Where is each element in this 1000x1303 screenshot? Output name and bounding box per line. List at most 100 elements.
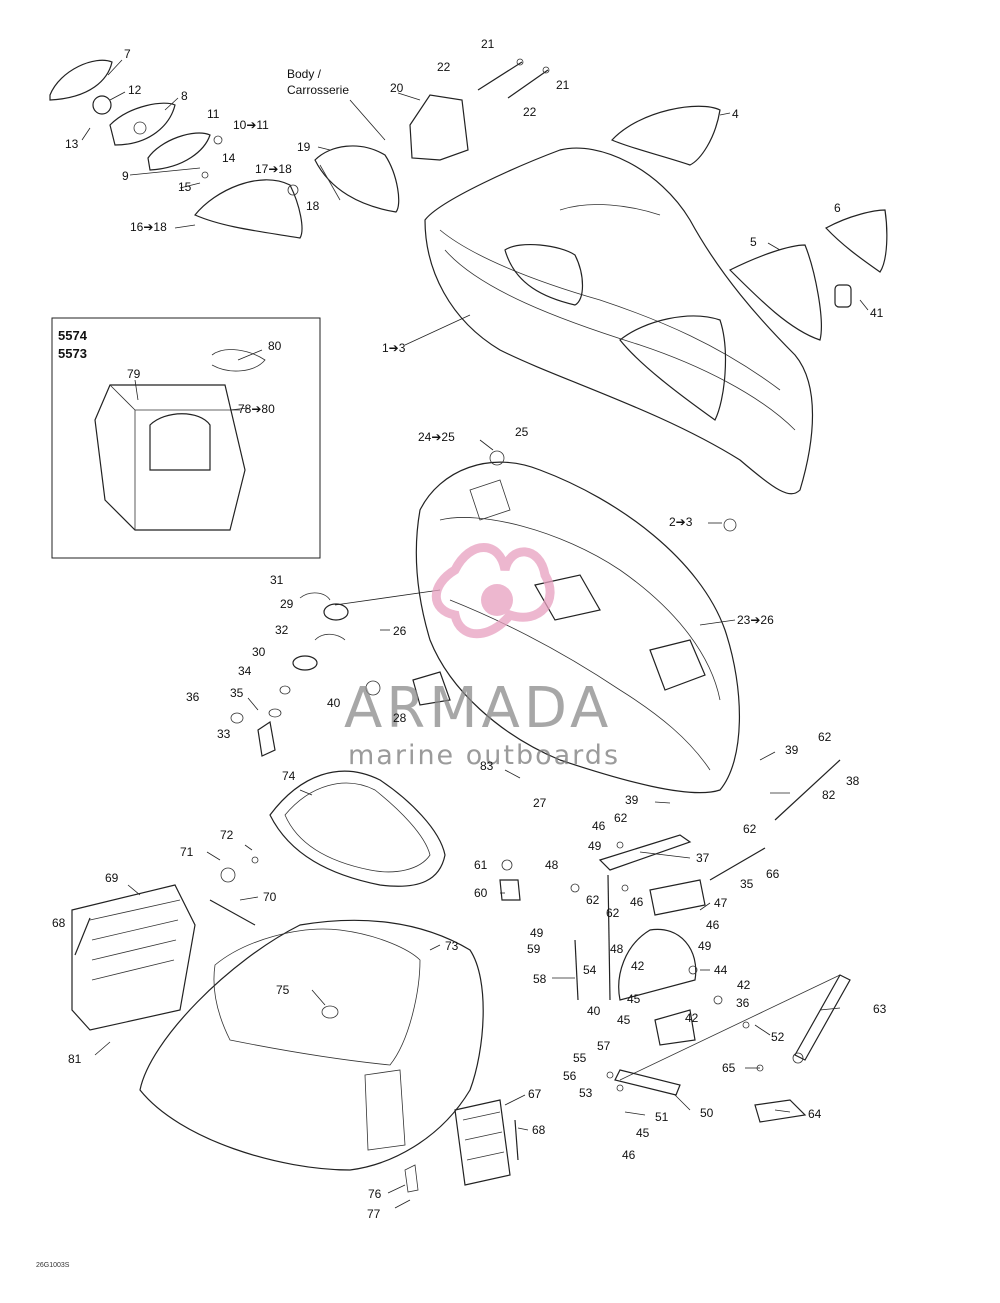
callout-label: 21 bbox=[481, 37, 495, 51]
callout-label: 73 bbox=[445, 939, 459, 953]
callout-label: 75 bbox=[276, 983, 290, 997]
callout-label: 54 bbox=[583, 963, 597, 977]
callout-label: 77 bbox=[367, 1207, 381, 1221]
callout-label: 19 bbox=[297, 140, 311, 154]
callout-label: 62 bbox=[606, 906, 620, 920]
callout-label: 29 bbox=[280, 597, 294, 611]
callout-label: 66 bbox=[766, 867, 780, 881]
callout-label: 68 bbox=[52, 916, 66, 930]
callout-label: 62 bbox=[743, 822, 757, 836]
callout-label: 6 bbox=[834, 201, 841, 215]
callout-label: 34 bbox=[238, 664, 252, 678]
callout-label: 18 bbox=[306, 199, 320, 213]
callout-label: 13 bbox=[65, 137, 79, 151]
callout-label: 15 bbox=[178, 180, 192, 194]
callout-label: 71 bbox=[180, 845, 194, 859]
callout-label: 48 bbox=[545, 858, 559, 872]
callout-label: 46 bbox=[622, 1148, 636, 1162]
callout-label: 45 bbox=[636, 1126, 650, 1140]
callout-label: 42 bbox=[631, 959, 645, 973]
callout-label: 1➔3 bbox=[382, 341, 406, 355]
callout-label: 16➔18 bbox=[130, 220, 167, 234]
callout-label: 83 bbox=[480, 759, 494, 773]
callout-label: 49 bbox=[698, 939, 712, 953]
callout-label: 31 bbox=[270, 573, 284, 587]
callout-label: 61 bbox=[474, 858, 488, 872]
callout-label: 80 bbox=[268, 339, 282, 353]
callout-label: 35 bbox=[230, 686, 244, 700]
callout-label: 67 bbox=[528, 1087, 542, 1101]
body-label-line2: Carrosserie bbox=[287, 83, 349, 97]
callout-label: 45 bbox=[617, 1013, 631, 1027]
inset-model-2: 5573 bbox=[58, 346, 87, 361]
callout-label: 28 bbox=[393, 711, 407, 725]
callout-label: 45 bbox=[627, 992, 641, 1006]
callout-label: 36 bbox=[736, 996, 750, 1010]
callout-label: 22 bbox=[523, 105, 537, 119]
callout-label: 39 bbox=[785, 743, 799, 757]
storage-parts bbox=[71, 770, 519, 1193]
callout-label: 22 bbox=[437, 60, 451, 74]
callout-label: 46 bbox=[630, 895, 644, 909]
callout-label: 46 bbox=[706, 918, 720, 932]
callout-label: 60 bbox=[474, 886, 488, 900]
callout-label: 44 bbox=[714, 963, 728, 977]
callout-label: 47 bbox=[714, 896, 728, 910]
callout-label: 48 bbox=[610, 942, 624, 956]
body-label-line1: Body / bbox=[287, 67, 322, 81]
callout-label: 68 bbox=[532, 1123, 546, 1137]
callout-label: 37 bbox=[696, 851, 710, 865]
callout-label: 35 bbox=[740, 877, 754, 891]
callout-label: 30 bbox=[252, 645, 266, 659]
callout-label: 7 bbox=[124, 47, 131, 61]
top-bracket-parts bbox=[314, 58, 550, 213]
callout-label: 62 bbox=[586, 893, 600, 907]
callout-label: 62 bbox=[818, 730, 832, 744]
inset-box bbox=[51, 317, 321, 559]
callout-label: 57 bbox=[597, 1039, 611, 1053]
callout-label: 55 bbox=[573, 1051, 587, 1065]
leader-lines bbox=[81, 59, 869, 1209]
callout-label: 64 bbox=[808, 1107, 822, 1121]
callout-label: 26 bbox=[393, 624, 407, 638]
callout-label: 52 bbox=[771, 1030, 785, 1044]
callout-label: 11 bbox=[207, 107, 220, 121]
callout-label: 74 bbox=[282, 769, 296, 783]
callout-label: 10➔11 bbox=[233, 118, 269, 132]
callout-label: 41 bbox=[870, 306, 884, 320]
callout-label: 4 bbox=[732, 107, 739, 121]
callout-label: 20 bbox=[390, 81, 404, 95]
callout-label: 49 bbox=[588, 839, 602, 853]
callout-label: 65 bbox=[722, 1061, 736, 1075]
callout-label: 40 bbox=[327, 696, 341, 710]
callout-label: 42 bbox=[737, 978, 751, 992]
callout-label: 32 bbox=[275, 623, 289, 637]
callout-label: 17➔18 bbox=[255, 162, 292, 176]
callout-label: 78➔80 bbox=[238, 402, 275, 416]
callout-label: 79 bbox=[127, 367, 141, 381]
callout-label: 36 bbox=[186, 690, 200, 704]
callout-label: 2➔3 bbox=[669, 515, 693, 529]
callout-label: 25 bbox=[515, 425, 529, 439]
callout-labels: 7 12 13 8 11 10➔11 9 14 15 17➔18 18 16➔1… bbox=[52, 37, 887, 1221]
callout-label: 58 bbox=[533, 972, 547, 986]
callout-label: 69 bbox=[105, 871, 119, 885]
callout-label: 42 bbox=[685, 1011, 699, 1025]
callout-label: 12 bbox=[128, 83, 142, 97]
callout-label: 24➔25 bbox=[418, 430, 455, 444]
callout-label: 14 bbox=[222, 151, 236, 165]
callout-label: 5 bbox=[750, 235, 757, 249]
linkage-parts bbox=[499, 759, 851, 1123]
watermark-logo-icon bbox=[431, 543, 555, 639]
callout-label: 51 bbox=[655, 1110, 669, 1124]
callout-label: 49 bbox=[530, 926, 544, 940]
diagram-code: 26G1003S bbox=[36, 1262, 70, 1269]
cap-parts bbox=[230, 592, 451, 757]
callout-label: 8 bbox=[181, 89, 188, 103]
callout-label: 63 bbox=[873, 1002, 887, 1016]
callout-label: 82 bbox=[822, 788, 836, 802]
callout-label: 9 bbox=[122, 169, 129, 183]
callout-label: 39 bbox=[625, 793, 639, 807]
callout-label: 27 bbox=[533, 796, 547, 810]
